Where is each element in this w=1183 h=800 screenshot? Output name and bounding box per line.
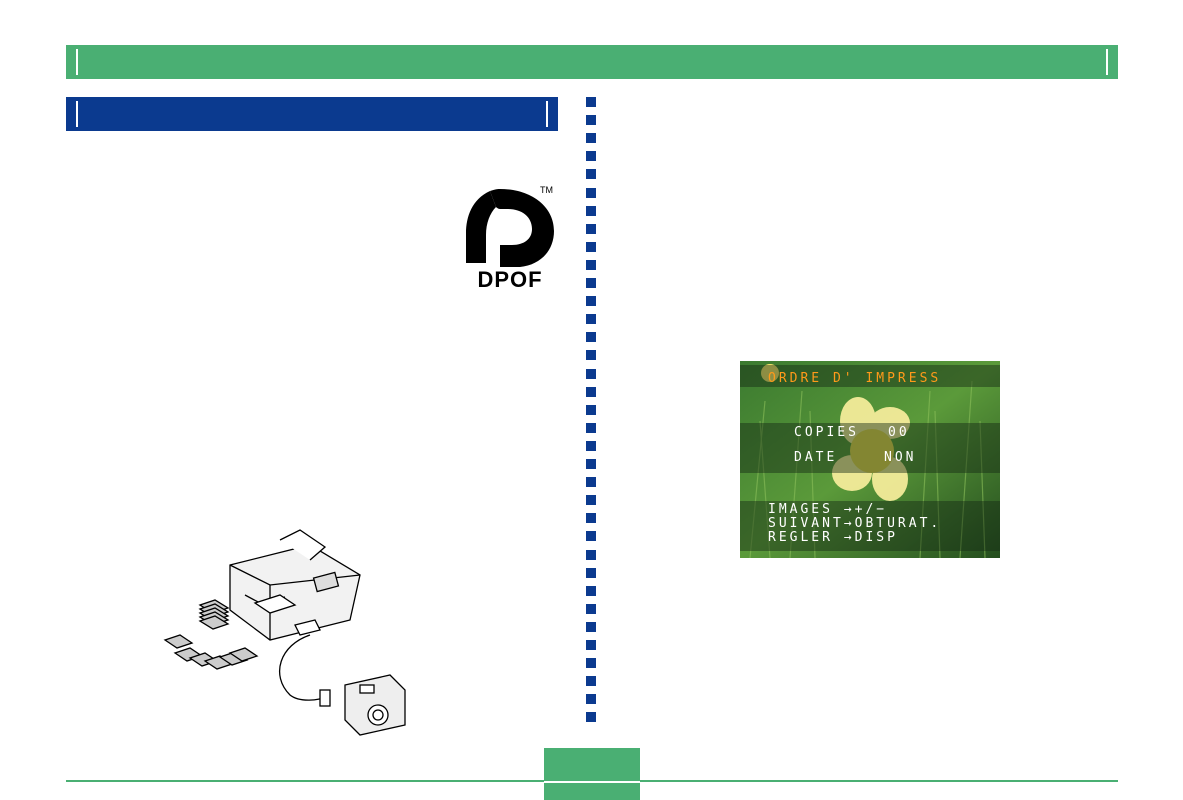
- header-bar-tick-left: [76, 49, 78, 75]
- divider-dot: [586, 712, 596, 722]
- section-title-bar: [66, 97, 558, 131]
- divider-dot: [586, 314, 596, 324]
- lcd-copies-value: 00: [888, 425, 910, 440]
- divider-dot: [586, 550, 596, 560]
- column-divider: [585, 97, 597, 727]
- divider-dot: [586, 658, 596, 668]
- divider-dot: [586, 387, 596, 397]
- divider-dot: [586, 260, 596, 270]
- divider-dot: [586, 188, 596, 198]
- divider-dot: [586, 495, 596, 505]
- divider-dot: [586, 568, 596, 578]
- divider-dot: [586, 640, 596, 650]
- divider-dot: [586, 151, 596, 161]
- flower-photo-background: [740, 361, 1000, 558]
- divider-dot: [586, 586, 596, 596]
- section-bar-tick-right: [546, 101, 548, 127]
- footer-line-left: [66, 780, 544, 782]
- divider-dot: [586, 296, 596, 306]
- divider-dot: [586, 531, 596, 541]
- camera-lcd-screen: ORDRE D' IMPRESS COPIES 00 DATE NON IMAG…: [740, 361, 1000, 558]
- divider-dot: [586, 133, 596, 143]
- dpof-logo: TM DPOF: [460, 185, 560, 295]
- divider-dot: [586, 477, 596, 487]
- divider-dot: [586, 604, 596, 614]
- section-bar-tick-left: [76, 101, 78, 127]
- divider-dot: [586, 441, 596, 451]
- divider-dot: [586, 97, 596, 107]
- divider-dot: [586, 369, 596, 379]
- lcd-date-value: NON: [884, 450, 917, 465]
- divider-dot: [586, 242, 596, 252]
- lcd-title: ORDRE D' IMPRESS: [768, 371, 942, 386]
- lcd-help-band: [740, 501, 1000, 551]
- divider-dot: [586, 423, 596, 433]
- divider-dot: [586, 115, 596, 125]
- divider-dot: [586, 405, 596, 415]
- lcd-help-next: SUIVANT→OBTURAT.: [768, 516, 942, 531]
- divider-dot: [586, 694, 596, 704]
- lcd-settings-band: [740, 423, 1000, 473]
- divider-dot: [586, 676, 596, 686]
- divider-dot: [586, 350, 596, 360]
- lcd-date-label: DATE: [794, 450, 838, 465]
- dpof-mark-icon: [466, 189, 554, 267]
- divider-dot: [586, 513, 596, 523]
- header-bar: [66, 45, 1118, 79]
- page-number-tab: [544, 748, 640, 800]
- divider-dot: [586, 169, 596, 179]
- page-tab-divider: [544, 781, 640, 783]
- lcd-help-set: REGLER →DISP: [768, 530, 898, 545]
- dpof-logo-text: DPOF: [477, 267, 543, 292]
- header-bar-tick-right: [1106, 49, 1108, 75]
- divider-dot: [586, 206, 596, 216]
- printer-camera-illustration: [163, 529, 406, 736]
- lcd-copies-label: COPIES: [794, 425, 859, 440]
- divider-dot: [586, 622, 596, 632]
- lcd-title-band: [740, 365, 1000, 387]
- divider-dot: [586, 224, 596, 234]
- lcd-help-images: IMAGES →+/−: [768, 502, 888, 517]
- divider-dot: [586, 278, 596, 288]
- footer-line-right: [640, 780, 1118, 782]
- trademark-symbol: TM: [540, 185, 553, 195]
- divider-dot: [586, 459, 596, 469]
- divider-dot: [586, 332, 596, 342]
